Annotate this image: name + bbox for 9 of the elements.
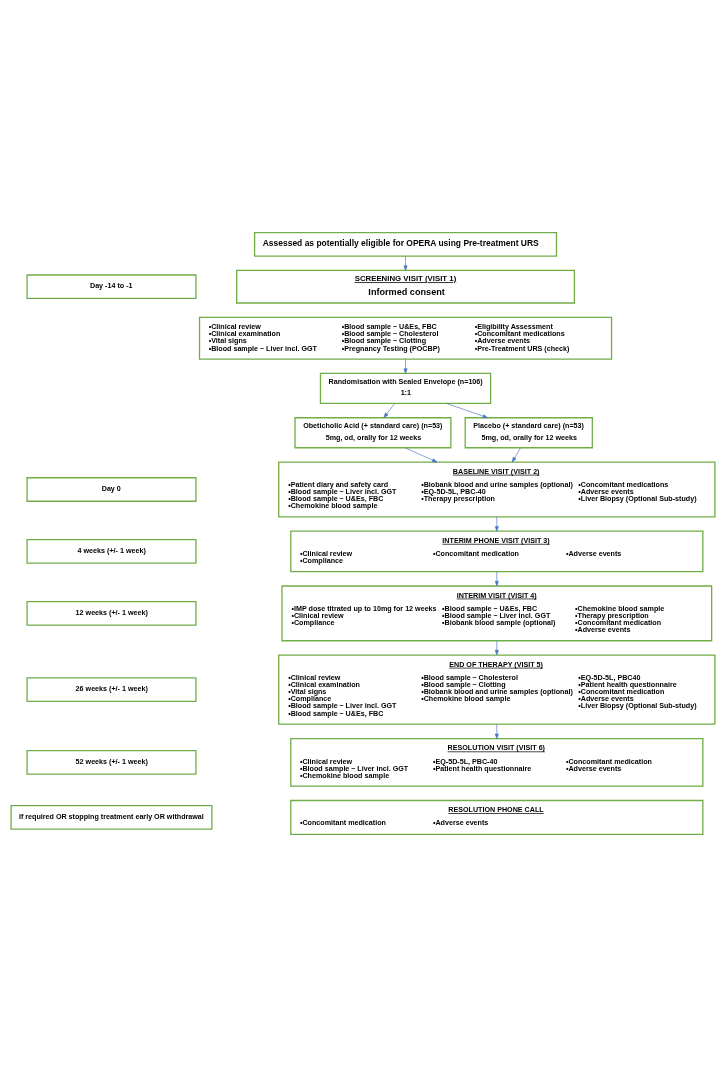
node-box: Assessed as potentially eligible for OPERA using Pre-treatment URS	[253, 231, 558, 257]
arrow	[494, 640, 499, 655]
arrow	[494, 516, 499, 531]
arrow	[494, 723, 499, 739]
arrow	[383, 402, 395, 418]
arrow	[403, 358, 408, 374]
arrow	[512, 447, 521, 462]
arrow	[494, 570, 499, 586]
arrow	[403, 255, 408, 271]
